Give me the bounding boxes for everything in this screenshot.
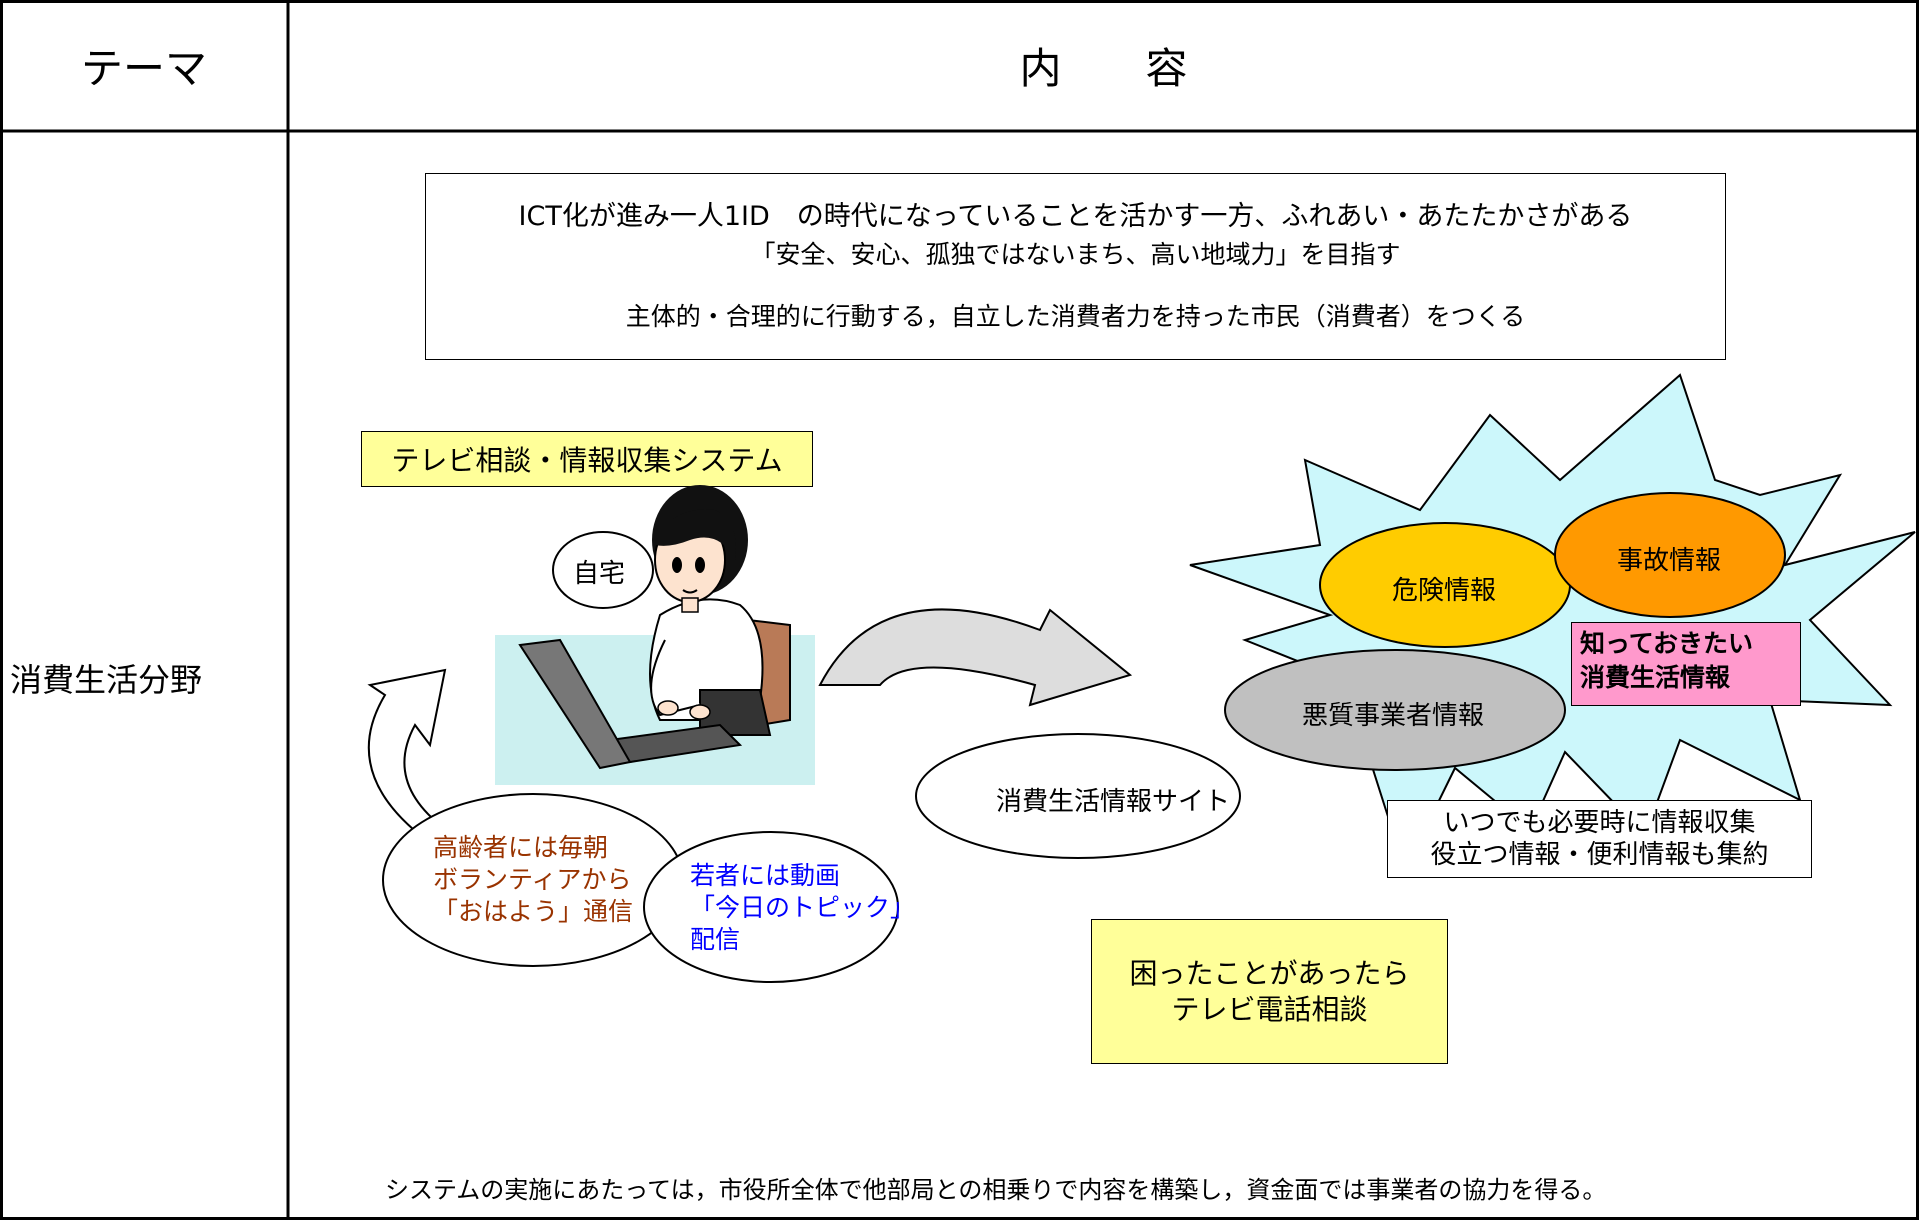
accident-oval <box>1554 492 1786 618</box>
header-content: 内 容 <box>1019 44 1188 93</box>
woman-at-laptop-illustration <box>518 485 791 770</box>
knowledge-box: 知っておきたい 消費生活情報 <box>1571 622 1801 706</box>
trouble-line-1: 困ったことがあったら <box>1129 956 1410 990</box>
elderly-line-2: ボランティアから <box>433 865 632 894</box>
trouble-line-2: テレビ電話相談 <box>1171 992 1368 1026</box>
home-label: 自宅 <box>573 559 626 589</box>
youth-oval <box>643 831 899 983</box>
vision-line-1: ICT化が進み一人1ID の時代になっていることを活かす一方、ふれあい・あたたか… <box>518 201 1633 232</box>
footer-note: システムの実施にあたっては，市役所全体で他部局との相乗りで内容を構築し，資金面で… <box>385 1176 1607 1204</box>
row-theme-label: 消費生活分野 <box>10 661 203 699</box>
anytime-line-2: 役立つ情報・便利情報も集約 <box>1430 840 1769 870</box>
vision-box: ICT化が進み一人1ID の時代になっていることを活かす一方、ふれあい・あたたか… <box>425 173 1726 360</box>
fraud-label: 悪質事業者情報 <box>1302 701 1485 731</box>
elderly-text: 高齢者には毎朝 ボランティアから 「おはよう」通信 <box>433 832 633 928</box>
vision-line-2: 「安全、安心、孤独ではないまち、高い地域力」を目指す <box>750 240 1401 269</box>
elderly-line-3: 「おはよう」通信 <box>433 897 634 926</box>
anytime-line-1: いつでも必要時に情報収集 <box>1443 808 1756 838</box>
anytime-box: いつでも必要時に情報収集 役立つ情報・便利情報も集約 <box>1387 800 1812 878</box>
site-label: 消費生活情報サイト <box>996 787 1231 817</box>
accident-label: 事故情報 <box>1617 546 1722 576</box>
home-bubble <box>552 531 654 609</box>
trouble-box: 困ったことがあったら テレビ電話相談 <box>1091 919 1448 1064</box>
youth-line-3: 配信 <box>690 925 741 954</box>
elderly-line-1: 高齢者には毎朝 <box>433 833 609 862</box>
system-label: テレビ相談・情報収集システム <box>391 444 783 477</box>
danger-label: 危険情報 <box>1392 576 1497 606</box>
system-label-box: テレビ相談・情報収集システム <box>361 431 813 487</box>
header-theme: テーマ <box>80 44 207 93</box>
info-starburst <box>1189 373 1916 873</box>
vision-line-3: 主体的・合理的に行動する，自立した消費者力を持った市民（消費者）をつくる <box>625 302 1526 331</box>
fraud-oval <box>1224 649 1566 771</box>
knowledge-line-2: 消費生活情報 <box>1580 663 1731 692</box>
curved-arrow-up <box>367 668 447 837</box>
curved-arrow-right <box>818 608 1133 707</box>
knowledge-line-1: 知っておきたい <box>1580 629 1754 658</box>
youth-line-1: 若者には動画 <box>690 861 841 890</box>
youth-text: 若者には動画 「今日のトピック」 配信 <box>690 860 915 956</box>
youth-line-2: 「今日のトピック」 <box>690 893 916 922</box>
site-oval <box>915 733 1241 859</box>
